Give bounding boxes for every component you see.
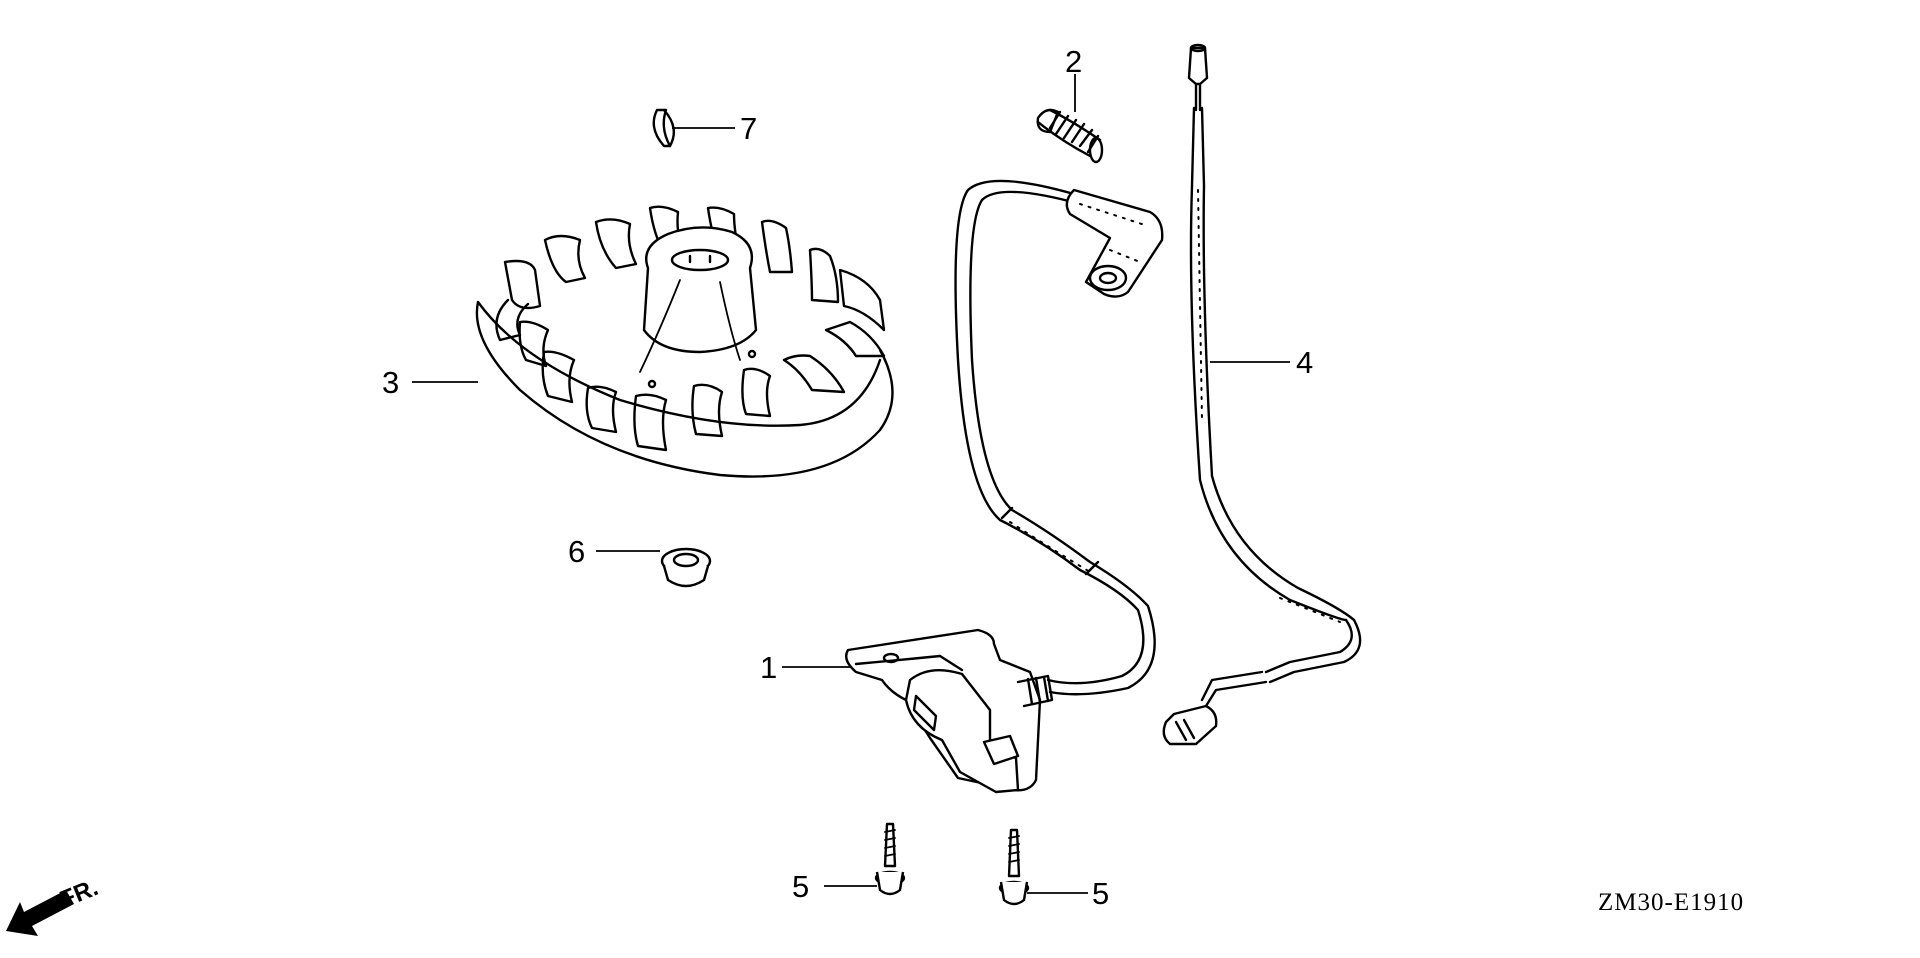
callout-6: 6: [568, 534, 585, 569]
callout-5a: 5: [792, 869, 809, 904]
front-arrow-icon: [6, 890, 74, 936]
callout-1: 1: [760, 650, 777, 685]
flywheel-part: [475, 205, 894, 478]
callout-4: 4: [1296, 345, 1313, 380]
front-label: FR.: [56, 874, 102, 914]
callout-7: 7: [740, 111, 757, 146]
flange-nut-part: [660, 547, 712, 588]
callout-3: 3: [382, 365, 399, 400]
ignition-coil-part: [845, 179, 1164, 794]
bolt-part-left: [874, 822, 906, 896]
callout-2: 2: [1065, 44, 1082, 79]
woodruff-key-part: [652, 108, 676, 148]
callout-5b: 5: [1092, 876, 1109, 911]
spring-part: [1036, 108, 1104, 164]
diagram-code: ZM30-E1910: [1598, 889, 1744, 916]
stop-switch-wire-part: [1162, 43, 1362, 746]
bolt-part-right: [998, 828, 1030, 906]
